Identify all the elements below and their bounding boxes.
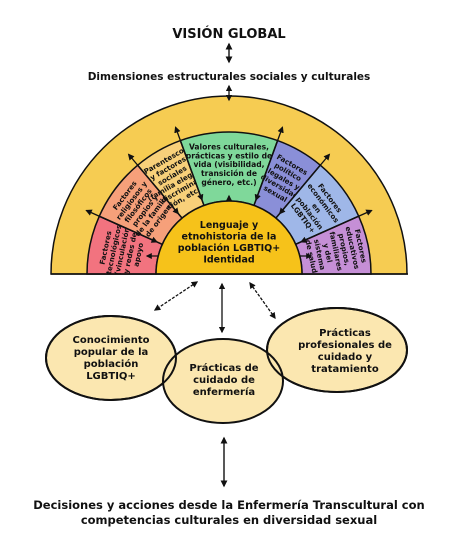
center-semicircle — [155, 200, 303, 275]
dimensions-label: Dimensiones estructurales sociales y cul… — [88, 71, 371, 83]
sector-boundary-arrow — [174, 126, 204, 202]
arrow-to-popular — [153, 281, 199, 311]
conclusion-line-1: Decisiones y acciones desde la Enfermerí… — [33, 498, 425, 512]
sector-boundary-arrow — [300, 209, 373, 243]
circle-nursing-care — [162, 338, 284, 424]
sector-boundary-arrow — [254, 126, 284, 202]
circle-popular-outline — [45, 315, 177, 401]
sector-boundary-arrow — [127, 153, 180, 215]
sector-boundary-arrow — [85, 209, 158, 243]
circle-professional-outline — [266, 307, 408, 393]
diagram-title: VISIÓN GLOBAL — [172, 26, 285, 42]
conclusion-line-2: competencias culturales en diversidad se… — [80, 513, 378, 527]
conclusion-text: Decisiones y acciones desde la Enfermerí… — [0, 498, 458, 528]
sector-arrows — [85, 84, 373, 259]
sector-boundary-arrow — [278, 153, 331, 215]
arrow-to-profesional — [249, 281, 276, 320]
sector-label-valores: Valores culturales,prácticas y estilo de… — [186, 142, 272, 187]
